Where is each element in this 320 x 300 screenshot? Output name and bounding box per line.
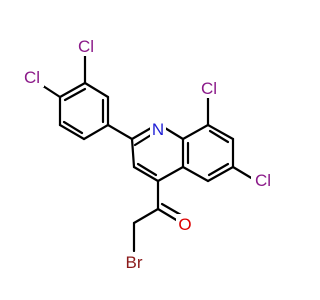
label-background: [251, 170, 275, 190]
bond: [63, 87, 87, 102]
molecule-structure-diagram: Cl Cl N Cl Cl O Br: [20, 36, 275, 272]
label-background: [197, 78, 221, 98]
bond: [208, 129, 230, 144]
bond: [206, 123, 235, 141]
bond: [58, 123, 86, 141]
bond: [130, 137, 136, 169]
bond: [163, 126, 185, 141]
chlorine-atom-label: Cl: [78, 37, 94, 56]
bond: [106, 123, 134, 141]
bond: [206, 165, 235, 183]
bond: [181, 123, 210, 141]
bond: [207, 162, 230, 177]
bonds: [38, 54, 255, 253]
bond: [181, 165, 210, 183]
bond: [62, 120, 84, 135]
label-background: [176, 214, 194, 234]
chlorine-atom-label: Cl: [24, 68, 40, 87]
atom-labels: Cl Cl N Cl Cl O Br: [20, 36, 275, 272]
nitrogen-atom-label: N: [152, 120, 164, 139]
bond: [82, 123, 110, 141]
chlorine-atom-label: Cl: [255, 171, 271, 190]
label-background: [121, 252, 147, 272]
bond: [160, 202, 183, 217]
structure-canvas: Cl Cl N Cl Cl O Br: [20, 36, 275, 272]
bond: [132, 165, 160, 183]
bond: [156, 165, 185, 183]
bond: [133, 133, 153, 147]
label-background: [20, 67, 44, 87]
bromine-atom-label: Br: [126, 253, 143, 272]
bond: [136, 162, 158, 177]
bond: [132, 207, 160, 225]
label-background: [150, 119, 166, 139]
bond: [58, 81, 87, 99]
bond: [83, 81, 110, 99]
chlorine-atom-label: Cl: [201, 79, 217, 98]
oxygen-atom-label: O: [178, 215, 191, 234]
label-background: [74, 36, 98, 56]
bond: [231, 165, 255, 181]
bond: [130, 126, 153, 141]
bond: [156, 207, 180, 223]
